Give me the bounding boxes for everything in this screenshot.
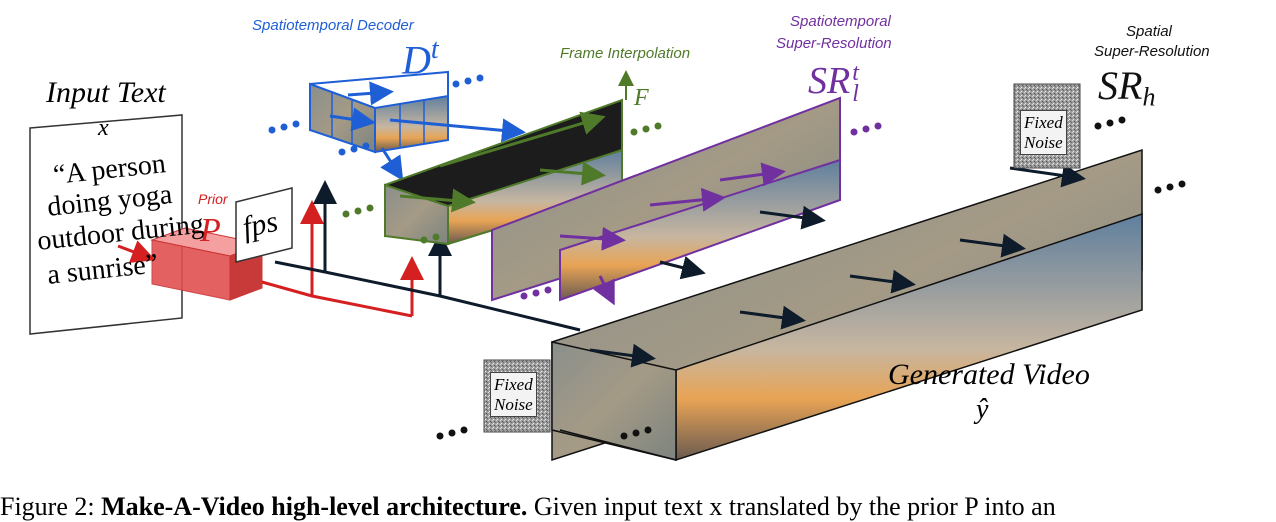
sr-l-title-1: Spatiotemporal — [790, 13, 891, 30]
output-symbol: ŷ — [976, 394, 989, 425]
figure-caption: Figure 2: Make-A-Video high-level archit… — [0, 492, 1056, 521]
input-text-card — [29, 114, 183, 335]
interp-title: Frame Interpolation — [560, 45, 691, 62]
output-title: Generated Video — [888, 358, 1090, 391]
sr-l-title-2: Super-Resolution — [776, 35, 892, 52]
sr-h-symbol: SRh — [1098, 63, 1156, 112]
prior-title: Prior — [198, 191, 228, 207]
fps-label: fps — [239, 204, 281, 245]
prior-block — [150, 227, 264, 301]
decoder-superscript: t — [430, 34, 439, 65]
sr-h-subscript: h — [1142, 82, 1156, 112]
decoder-title: Spatiotemporal Decoder — [252, 17, 414, 34]
input-text-title: Input Text — [46, 76, 166, 109]
sr-l-superscript: t — [852, 59, 859, 86]
sr-h-title-2: Super-Resolution — [1094, 43, 1210, 60]
decoder-stack — [309, 70, 526, 182]
interpolation-stack — [384, 98, 623, 246]
prior-connections — [261, 180, 581, 332]
decoder-symbol: Dt — [402, 34, 439, 83]
prior-symbol: P — [200, 212, 221, 249]
input-text-symbol: x — [98, 115, 109, 141]
sr-l-subscript: l — [852, 81, 859, 108]
sr-h-title-1: Spatial — [1126, 23, 1172, 40]
text-to-prior-arrow — [117, 240, 156, 263]
continuation-dots — [268, 74, 1186, 440]
sr-low-stack — [491, 96, 841, 306]
interp-symbol: F — [634, 85, 649, 111]
fps-box — [235, 187, 293, 263]
